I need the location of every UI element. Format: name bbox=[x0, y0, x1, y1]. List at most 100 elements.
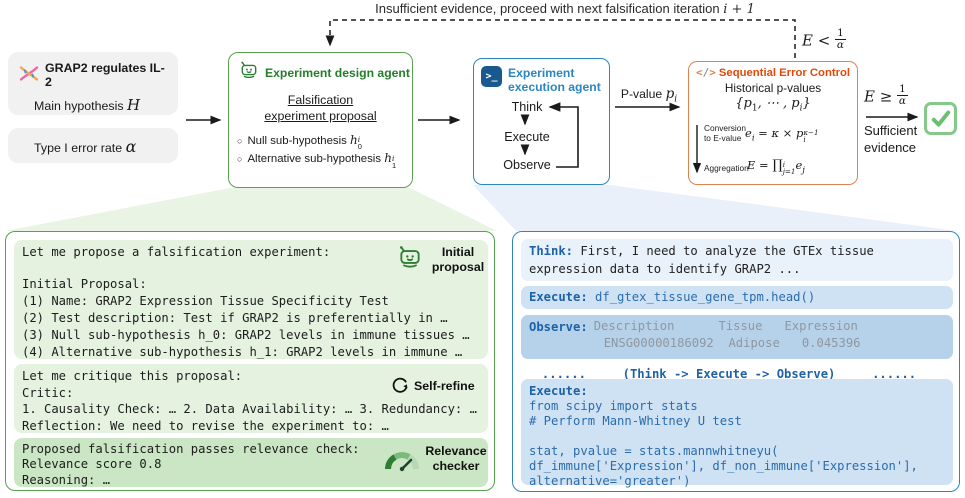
e-geq-op: ≥ bbox=[874, 87, 898, 106]
step-think: Think bbox=[511, 100, 543, 114]
alt-subhypothesis-symbol: h bbox=[384, 151, 392, 166]
bullet-marker: ○ bbox=[237, 136, 243, 146]
green-callout-wedge bbox=[5, 188, 497, 231]
think-text-line1: First, I need to analyze the GTEx tissue bbox=[573, 244, 874, 258]
blue-callout-wedge bbox=[473, 185, 957, 231]
code-line: stat, pvalue = stats.mannwhitneyu( bbox=[529, 444, 779, 458]
sec-title: Sequential Error Control bbox=[718, 66, 851, 79]
e-geq-den: α bbox=[898, 95, 906, 108]
main-hypothesis-title: GRAP2 regulates IL-2 bbox=[45, 61, 165, 89]
falsification-heading-line2: experiment proposal bbox=[264, 109, 377, 123]
code-icon-slash: / bbox=[702, 66, 710, 79]
code-line: from scipy import stats bbox=[529, 399, 698, 413]
execution-agent-title-line2: execution agent bbox=[508, 80, 601, 94]
design-agent-title: Experiment design agent bbox=[265, 65, 410, 80]
step-observe: Observe bbox=[503, 158, 551, 172]
set-close: } bbox=[802, 96, 811, 111]
critique-line: Let me critique this proposal: bbox=[22, 369, 243, 383]
set-p1: p bbox=[743, 96, 752, 111]
e-geq-lhs: E bbox=[864, 87, 875, 106]
observe-label: Observe: bbox=[529, 320, 588, 334]
agg-sup: i bbox=[782, 160, 785, 170]
pvalue-sub: i bbox=[674, 94, 678, 105]
hypothesis-symbol: H bbox=[127, 96, 141, 114]
think-block: Think: First, I need to analyze the GTEx… bbox=[521, 239, 953, 281]
conversion-label-line2: to E-value bbox=[704, 132, 742, 143]
agg-e: e bbox=[795, 158, 803, 172]
code-line: # Perform Mann-Whitney U test bbox=[529, 414, 742, 428]
loop-ellipsis-text: ...... (Think -> Execute -> Observe) ...… bbox=[541, 367, 917, 381]
self-refine-badge: Self-refine bbox=[414, 379, 475, 393]
main-hypothesis-label: Main hypothesis bbox=[34, 99, 124, 113]
pvalue-label: P-value pi bbox=[612, 86, 686, 104]
sufficient-evidence-label: Sufficient evidence bbox=[864, 123, 917, 156]
execute2-label: Execute: bbox=[529, 384, 588, 398]
alpha-box: Type I error rate α bbox=[8, 128, 178, 163]
falsification-heading-line1: Falsification bbox=[287, 93, 354, 107]
checkmark-icon bbox=[924, 102, 957, 135]
proposal-line: (4) Alternative sub-hypothesis h_1: GRAP… bbox=[22, 345, 463, 359]
conv-e: e bbox=[745, 126, 752, 140]
badge-line2: checker bbox=[432, 459, 480, 473]
conversion-label: Conversion to E-value bbox=[704, 123, 746, 144]
think-label: Think: bbox=[529, 244, 574, 258]
execute-code: df_gtex_tissue_gene_tpm.head() bbox=[587, 290, 816, 304]
conv-p-sub: i bbox=[803, 135, 806, 145]
set-p2: p bbox=[791, 96, 800, 111]
alt-sup: i bbox=[391, 153, 395, 163]
experiment-execution-agent-box: >_ Experiment execution agent Think Exec… bbox=[473, 58, 610, 185]
sufficient-line2: evidence bbox=[864, 139, 917, 155]
set-sub2: i bbox=[799, 103, 803, 114]
execution-agent-title-line1: Experiment bbox=[508, 66, 575, 80]
conv-mid: = κ × bbox=[754, 126, 796, 140]
self-refine-block: Let me critique this proposal: Critic: 1… bbox=[14, 364, 488, 433]
relevance-line: Relevance score 0.8 bbox=[22, 457, 162, 472]
terminal-icon: >_ bbox=[481, 66, 502, 87]
code-line: alternative='greater') bbox=[529, 474, 691, 488]
step-execute: Execute bbox=[504, 130, 550, 144]
think-text-line2: expression data to identify GRAP2 ... bbox=[529, 262, 801, 276]
execute-block-1: Execute: df_gtex_tissue_gene_tpm.head() bbox=[521, 286, 953, 309]
proposal-line: Initial Proposal: bbox=[22, 277, 147, 291]
feedback-loop-math: i + 1 bbox=[723, 2, 755, 17]
execute-label: Execute: bbox=[529, 290, 588, 304]
initial-proposal-badge: Initial proposal bbox=[426, 245, 490, 275]
critique-line: Critic: bbox=[22, 385, 74, 400]
product-symbol: ∏ bbox=[772, 158, 783, 173]
dna-icon bbox=[18, 63, 40, 88]
pvalue-set: {p1, ⋯ , pi} bbox=[689, 96, 857, 114]
historical-pvalues-label: Historical p-values bbox=[724, 81, 822, 95]
sequential-error-control-box: </> Sequential Error Control Historical … bbox=[688, 61, 858, 185]
agg-sub: j=1 bbox=[782, 167, 796, 177]
pvalue-text: P-value bbox=[620, 87, 663, 101]
observe-block: Observe: Description Tissue Expression E… bbox=[521, 315, 953, 359]
aggregation-label: Aggregation bbox=[704, 163, 749, 173]
alt-subhypothesis-text: Alternative sub-hypothesis bbox=[247, 153, 382, 166]
loop-ellipsis-line: ...... (Think -> Execute -> Observe) ...… bbox=[513, 365, 945, 383]
set-sub1: 1 bbox=[751, 103, 758, 114]
relevance-line: Proposed falsification passes relevance … bbox=[22, 442, 360, 456]
conv-e-sub: i bbox=[751, 133, 755, 144]
badge-line1: Initial bbox=[441, 245, 475, 259]
robot-icon bbox=[239, 60, 259, 85]
agg-eq: = bbox=[755, 158, 773, 172]
critique-line: 1. Causality Check: … 2. Data Availabili… bbox=[22, 402, 477, 417]
robot-icon bbox=[397, 244, 423, 275]
code-icon-lt: < bbox=[696, 66, 703, 79]
refresh-icon bbox=[389, 375, 411, 402]
main-hypothesis-box: GRAP2 regulates IL-2 Main hypothesis H bbox=[8, 52, 178, 115]
e-geq-num: 1 bbox=[897, 83, 908, 97]
badge-line2: proposal bbox=[431, 260, 485, 274]
set-open: { bbox=[735, 96, 744, 111]
e-less-num: 1 bbox=[835, 27, 846, 41]
e-less-den: α bbox=[836, 39, 844, 52]
agg-E: E bbox=[747, 158, 756, 172]
null-subhypothesis-text: Null sub-hypothesis bbox=[247, 135, 347, 147]
observe-table-row: ENSG00000186092 Adipose 0.045396 bbox=[603, 336, 861, 350]
terminal-glyph: >_ bbox=[485, 71, 498, 82]
proposal-line: Let me propose a falsification experimen… bbox=[22, 245, 331, 259]
